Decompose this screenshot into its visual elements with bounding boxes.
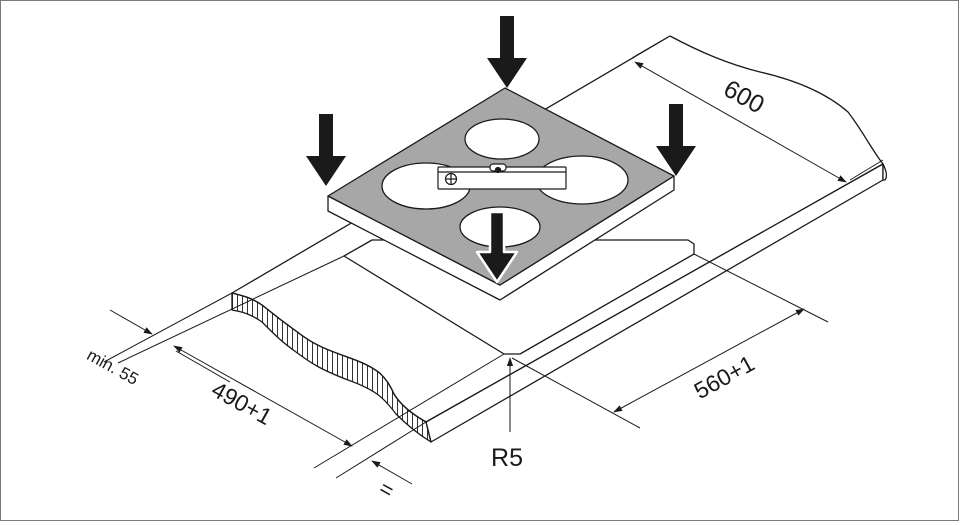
spirit-level-icon bbox=[437, 163, 567, 190]
dimension-line-490 bbox=[173, 345, 353, 447]
dimension-line-min55 bbox=[109, 309, 153, 335]
dimension-label-560: 560+1 bbox=[690, 350, 759, 404]
extension-line bbox=[693, 253, 829, 323]
extension-line bbox=[103, 292, 233, 363]
dimension-line-equal bbox=[371, 460, 413, 485]
extension-line bbox=[849, 159, 884, 181]
worktop-back-edge bbox=[882, 163, 888, 181]
extension-line bbox=[335, 421, 427, 479]
dimension-label-min55: min. 55 bbox=[84, 345, 142, 389]
crosshair-icon bbox=[444, 172, 458, 186]
dimension-line-min55-tail bbox=[175, 350, 231, 383]
dimension-label-equal: = bbox=[375, 475, 398, 503]
extension-line bbox=[631, 36, 669, 59]
dimension-label-radius: R5 bbox=[491, 444, 523, 472]
down-arrow-icon bbox=[475, 210, 519, 284]
dimension-line-600 bbox=[634, 61, 847, 183]
extension-line bbox=[313, 353, 505, 469]
down-arrow-icon bbox=[487, 16, 527, 88]
dimension-line-560 bbox=[613, 308, 805, 413]
extension-line bbox=[117, 255, 345, 364]
extension-line bbox=[511, 357, 641, 429]
down-arrow-icon bbox=[306, 114, 346, 186]
burner-back bbox=[464, 118, 540, 160]
